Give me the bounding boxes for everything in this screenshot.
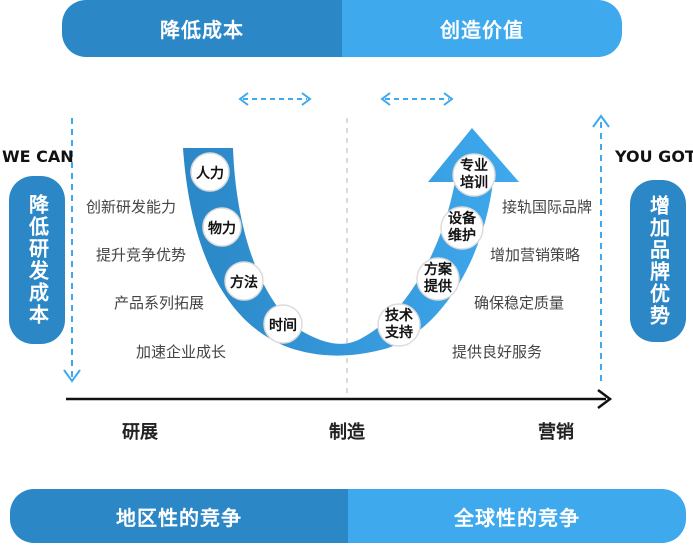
you-got-label: YOU GOT xyxy=(615,147,693,166)
circle-label-support: 技术支持 xyxy=(385,308,413,341)
circle-label-solution: 方案提供 xyxy=(424,262,452,295)
circle-label-material: 物力 xyxy=(208,221,236,237)
circle-manpower xyxy=(190,152,230,192)
top-banner: 降低成本 创造价值 xyxy=(62,0,622,57)
top-banner-left: 降低成本 xyxy=(62,0,342,57)
circle-label-method: 方法 xyxy=(230,275,258,291)
right-item-4: 提供良好服务 xyxy=(452,343,543,361)
circle-training xyxy=(452,153,496,197)
left-item-4: 加速企业成长 xyxy=(136,343,227,361)
left-item-1: 创新研发能力 xyxy=(86,198,177,216)
bottom-banner-left: 地区性的竞争 xyxy=(10,489,348,543)
circle-method xyxy=(224,261,264,301)
right-double-arrow xyxy=(380,92,454,106)
circle-support xyxy=(377,303,421,347)
left-double-arrow xyxy=(238,92,312,106)
side-banner-left: 降低研发成本 xyxy=(9,176,65,344)
circle-label-manpower: 人力 xyxy=(196,166,224,182)
circle-solution xyxy=(416,257,460,301)
axis-label-manufacturing: 制造 xyxy=(329,422,365,443)
side-banner-right: 增加品牌优势 xyxy=(630,180,686,342)
circle-material xyxy=(202,207,242,247)
circle-label-training: 专业培训 xyxy=(460,158,488,191)
axis-label-rnd: 研展 xyxy=(122,422,158,443)
circle-maintenance xyxy=(440,206,484,250)
right-item-2: 增加营销策略 xyxy=(490,246,581,264)
left-item-2: 提升竞争优势 xyxy=(96,246,187,264)
circle-label-time: 时间 xyxy=(269,318,297,334)
top-banner-right: 创造价值 xyxy=(342,0,622,57)
circle-label-maintenance: 设备维护 xyxy=(448,211,476,244)
axis-label-marketing: 营销 xyxy=(538,422,574,443)
bottom-banner-right: 全球性的竞争 xyxy=(348,489,686,543)
we-can-label: WE CAN xyxy=(2,147,74,166)
left-item-3: 产品系列拓展 xyxy=(114,294,205,312)
right-item-1: 接轨国际品牌 xyxy=(502,198,593,216)
circle-time xyxy=(263,304,303,344)
bottom-banner: 地区性的竞争 全球性的竞争 xyxy=(10,489,686,543)
right-item-3: 确保稳定质量 xyxy=(474,294,565,312)
